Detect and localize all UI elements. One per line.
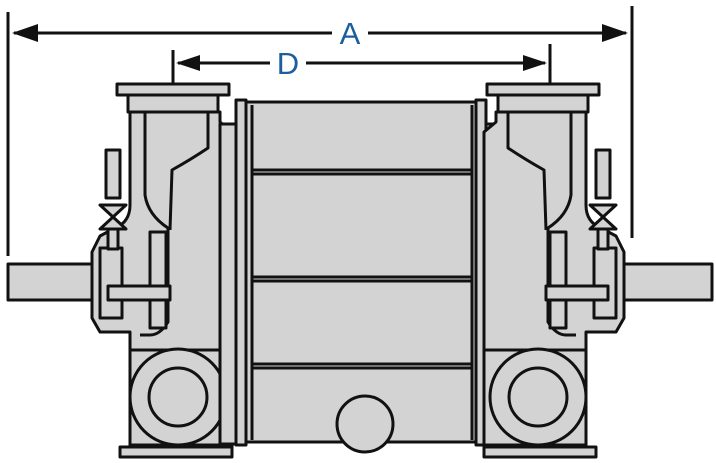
dimension-a-right-arrow — [602, 24, 628, 42]
dimension-a-label: A — [340, 16, 361, 51]
left-shaft — [6, 262, 102, 302]
bottom-drain-boss — [335, 394, 395, 454]
dimension-a — [6, 6, 634, 256]
dimension-d-left-arrow — [176, 55, 200, 71]
dimension-d — [171, 44, 552, 84]
left-upper-flange — [115, 82, 231, 97]
right-pump-head — [482, 82, 626, 459]
dimension-d-right-arrow — [523, 55, 547, 71]
right-shaft — [618, 262, 714, 302]
center-casing — [218, 98, 504, 454]
left-outlet-ring-inner — [147, 366, 209, 428]
left-pump-head — [90, 82, 234, 459]
dimension-a-left-arrow — [12, 24, 38, 42]
dimension-d-label: D — [277, 46, 299, 81]
left-valve-assembly — [98, 148, 128, 251]
